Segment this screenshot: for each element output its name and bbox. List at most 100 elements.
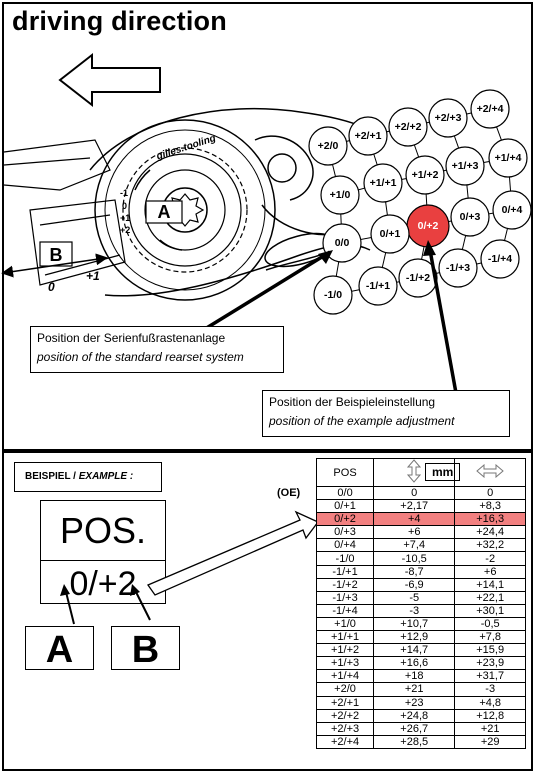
cell-pos: +1/+4 (315, 669, 375, 684)
position-label: +1/0 (330, 189, 351, 201)
example-label: BEISPIEL / EXAMPLE : (14, 462, 162, 492)
lever-label: +1 (86, 269, 100, 283)
table-row: +2/0+21-3 (315, 682, 526, 697)
cell-vertical: +6 (373, 525, 456, 540)
cell-vertical: -3 (373, 604, 456, 618)
cell-horizontal: +7,8 (454, 630, 526, 645)
section-divider (2, 449, 533, 453)
example-to-table-arrow (147, 510, 320, 596)
cell-horizontal: +4,8 (454, 696, 526, 710)
cell-pos: 0/0 (315, 486, 375, 501)
cell-horizontal: +6 (454, 565, 526, 579)
table-row: 0/+2+4+16,3 (315, 512, 526, 527)
cell-horizontal: 0 (454, 486, 526, 501)
example-callout-en: position of the example adjustment (269, 414, 455, 428)
horizontal-arrow-icon (476, 463, 504, 479)
cell-horizontal: +21 (454, 722, 526, 736)
label-a: A (158, 202, 171, 222)
unit-badge: mm (425, 463, 461, 481)
position-box: POS. 0/+2 (40, 500, 166, 604)
example-arrows (60, 510, 320, 625)
table-row: -1/+3-5+22,1 (315, 591, 526, 605)
cell-vertical: +14,7 (373, 643, 456, 658)
example-callout: Position der Beispieleinstellung positio… (262, 390, 510, 437)
standard-callout-en: position of the standard rearset system (37, 350, 244, 364)
position-label: 0/+4 (502, 204, 523, 216)
cell-pos: +2/+2 (315, 709, 375, 723)
cell-vertical: +7,4 (373, 538, 456, 553)
position-label: -1/+2 (406, 272, 430, 284)
cell-pos: +1/+1 (315, 630, 375, 645)
tick-label: -1 (120, 188, 128, 198)
cell-vertical: +2,17 (373, 499, 456, 514)
cell-vertical: +4 (373, 512, 456, 527)
position-label: -1/+4 (488, 253, 512, 265)
table-row: +1/+3+16,6+23,9 (315, 656, 526, 671)
standard-pointer-arrow (199, 250, 331, 334)
cell-vertical: -5 (373, 591, 456, 605)
table-row: +2/+3+26,7+21 (315, 722, 526, 736)
cell-pos: +2/0 (315, 682, 375, 697)
table-row: +2/+4+28,5+29 (315, 735, 526, 749)
position-circle (398, 258, 438, 298)
cell-horizontal: +24,4 (454, 525, 526, 540)
position-label: +2/+2 (395, 121, 422, 133)
position-label: 0/0 (335, 237, 350, 249)
table-row: -1/+1-8,7+6 (315, 565, 526, 579)
cell-horizontal: +15,9 (454, 643, 526, 658)
cell-horizontal: +8,3 (454, 499, 526, 514)
position-circle (313, 275, 353, 315)
cell-pos: -1/+2 (315, 578, 375, 592)
cell-horizontal: -3 (454, 682, 526, 697)
position-box-header: POS. (41, 501, 165, 561)
scale-ticks: -1 0 +1 +2 (120, 188, 130, 235)
rearset-diagram: gilles.tooling -1 0 +1 +2 A B 0 +1 +2/+4… (1, 52, 532, 394)
position-circles: +2/+4 +2/+3 +2/+2 +2/+1 +2/0 +1/+4 +1/+3… (308, 89, 532, 315)
cell-horizontal: -0,5 (454, 617, 526, 632)
cell-horizontal: +30,1 (454, 604, 526, 618)
example-label-de: BEISPIEL / (25, 471, 76, 482)
cell-vertical: +26,7 (373, 722, 456, 736)
table-row: 0/+1+2,17+8,3 (315, 499, 526, 514)
cell-pos: 0/+1 (315, 499, 375, 514)
position-circle (488, 138, 528, 178)
cell-vertical: 0 (373, 486, 456, 501)
position-label: +2/0 (318, 140, 339, 152)
position-label: +1/+2 (412, 169, 439, 181)
cell-pos: +1/+2 (315, 643, 375, 658)
vertical-arrow-icon (407, 459, 422, 483)
position-label: +1/+1 (370, 177, 397, 189)
position-box-value: 0/+2 (69, 565, 137, 603)
position-circle (363, 163, 403, 203)
example-callout-de: Position der Beispieleinstellung (269, 395, 436, 409)
cell-vertical: +16,6 (373, 656, 456, 671)
col-horizontal-header (454, 458, 526, 487)
cell-pos: 0/+3 (315, 525, 375, 540)
position-circle (492, 190, 532, 230)
oe-label: (OE) (277, 487, 301, 499)
cell-horizontal: +12,8 (454, 709, 526, 723)
cell-pos: +2/+4 (315, 735, 375, 749)
position-circle (445, 146, 485, 186)
tick-label: +1 (120, 213, 130, 223)
col-pos-header: POS (315, 458, 375, 487)
cell-horizontal: +32,2 (454, 538, 526, 553)
example-pointer-arrow (428, 249, 458, 394)
position-circle (428, 98, 468, 138)
standard-callout: Position der Serienfußrastenanlage posit… (30, 326, 284, 373)
position-circle (388, 107, 428, 147)
cell-horizontal: +16,3 (454, 512, 526, 527)
cell-pos: 0/+4 (315, 538, 375, 553)
tick-label: 0 (122, 201, 127, 211)
table-row: -1/0-10,5-2 (315, 551, 526, 566)
cell-vertical: +24,8 (373, 709, 456, 723)
cell-vertical: +28,5 (373, 735, 456, 749)
cell-horizontal: -2 (454, 551, 526, 566)
box-b: B (111, 626, 180, 671)
position-circle (308, 126, 348, 166)
position-label: +1/+4 (495, 152, 522, 164)
position-label: +1/+3 (452, 160, 479, 172)
cell-pos: -1/+4 (315, 604, 375, 618)
position-circle (450, 197, 490, 237)
